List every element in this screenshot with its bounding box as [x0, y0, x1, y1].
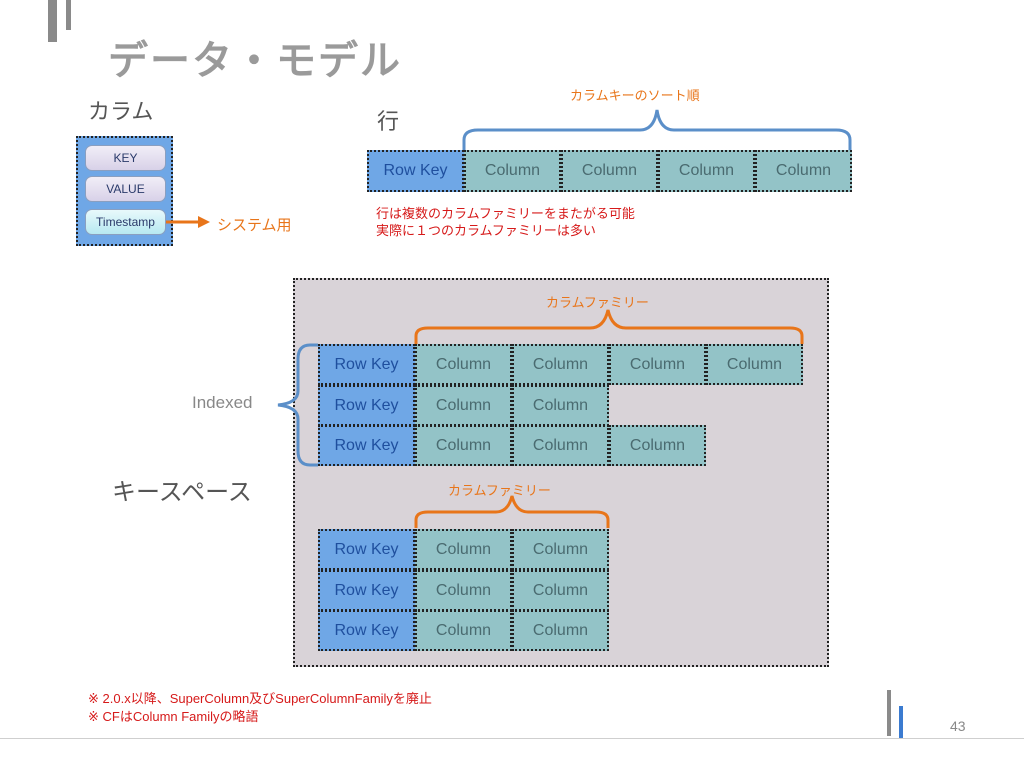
row-note-line1: 行は複数のカラムファミリーをまたがる可能 — [376, 207, 635, 222]
column-family-brace — [414, 495, 610, 528]
column-cell: Column — [609, 344, 706, 385]
sort-order-brace — [462, 109, 852, 150]
system-use-arrow-icon — [166, 216, 210, 228]
column-cell: Column — [512, 425, 609, 466]
column-cell: Column — [415, 529, 512, 570]
column-cell: Column — [512, 385, 609, 426]
keyspace-heading: キースペース — [112, 478, 252, 506]
sort-order-label: カラムキーのソート順 — [570, 89, 700, 104]
row-key-cell: Row Key — [318, 425, 415, 466]
column-cell: Column — [415, 610, 512, 651]
timestamp-pill: Timestamp — [85, 209, 166, 235]
row-column-cell: Column — [464, 150, 561, 192]
row-column-cell: Column — [658, 150, 755, 192]
column-cell: Column — [512, 344, 609, 385]
page-number: 43 — [950, 718, 966, 734]
row-key-cell: Row Key — [367, 150, 464, 192]
footnote-line1: ※ 2.0.x以降、SuperColumn及びSuperColumnFamily… — [88, 691, 432, 706]
key-pill: KEY — [85, 145, 166, 171]
column-cell: Column — [512, 570, 609, 611]
row-column-cell: Column — [755, 150, 852, 192]
row-heading: 行 — [377, 110, 400, 135]
column-cell: Column — [706, 344, 803, 385]
row-key-cell: Row Key — [318, 385, 415, 426]
row-key-cell: Row Key — [318, 344, 415, 385]
column-cell: Column — [512, 529, 609, 570]
column-cell: Column — [415, 570, 512, 611]
indexed-label: Indexed — [192, 393, 253, 412]
column-cell: Column — [609, 425, 706, 466]
column-cell: Column — [415, 425, 512, 466]
bottom-rule — [0, 738, 1024, 739]
value-pill: VALUE — [85, 176, 166, 202]
row-key-cell: Row Key — [318, 610, 415, 651]
footer-deco-bar-2 — [899, 706, 903, 738]
column-cell: Column — [415, 385, 512, 426]
title-deco-bar-2 — [66, 0, 71, 30]
column-family-label: カラムファミリー — [448, 484, 551, 499]
column-family-brace — [414, 309, 804, 344]
indexed-brace — [277, 343, 318, 467]
row-key-cell: Row Key — [318, 570, 415, 611]
footer-deco-bar-1 — [887, 690, 891, 736]
column-cell: Column — [415, 344, 512, 385]
column-heading: カラム — [88, 100, 154, 125]
slide-title: データ・モデル — [108, 38, 402, 84]
row-column-cell: Column — [561, 150, 658, 192]
system-use-label: システム用 — [217, 216, 292, 234]
column-family-label: カラムファミリー — [546, 296, 649, 311]
title-deco-bar-1 — [48, 0, 57, 42]
column-cell: Column — [512, 610, 609, 651]
row-note-line2: 実際に１つのカラムファミリーは多い — [376, 224, 596, 239]
row-key-cell: Row Key — [318, 529, 415, 570]
footnote-line2: ※ CFはColumn Familyの略語 — [88, 709, 259, 724]
